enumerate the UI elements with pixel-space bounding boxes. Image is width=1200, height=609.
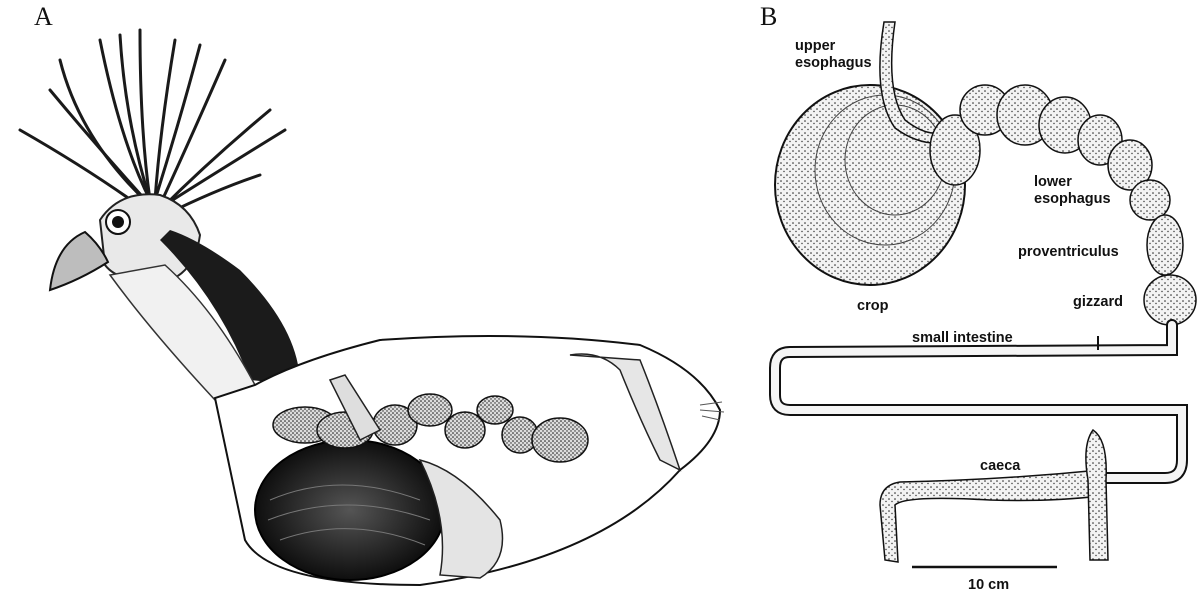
hoatzin-illustration	[18, 28, 725, 587]
neck-dark-plumage	[160, 230, 300, 385]
pectoral-bone	[328, 374, 382, 442]
label-small-intestine: small intestine	[912, 330, 1013, 346]
caeca-organ	[879, 428, 1109, 563]
digestive-tract-diagram	[769, 21, 1197, 569]
crest-feathers	[18, 28, 287, 217]
panel-letter-a: A	[34, 2, 53, 31]
pelvic-bone	[569, 353, 682, 472]
scale-bar-label: 10 cm	[968, 577, 1010, 593]
label-proventriculus: proventriculus	[1018, 244, 1119, 260]
sternum	[418, 458, 504, 579]
lower-esophagus-segments	[929, 84, 1171, 221]
gizzard-organ	[1143, 274, 1197, 326]
label-crop: crop	[857, 298, 889, 314]
label-caeca: caeca	[980, 458, 1021, 474]
label-lower-esophagus: lower esophagus	[1034, 174, 1111, 207]
tail-feathers	[699, 401, 725, 421]
bird-beak	[48, 230, 110, 292]
crop	[774, 84, 966, 286]
crop-sac	[254, 439, 446, 581]
panel-letter-b: B	[760, 2, 778, 31]
label-gizzard: gizzard	[1073, 294, 1123, 310]
label-upper-esophagus: upper esophagus	[795, 38, 872, 71]
proventriculus-organ	[1146, 214, 1184, 276]
